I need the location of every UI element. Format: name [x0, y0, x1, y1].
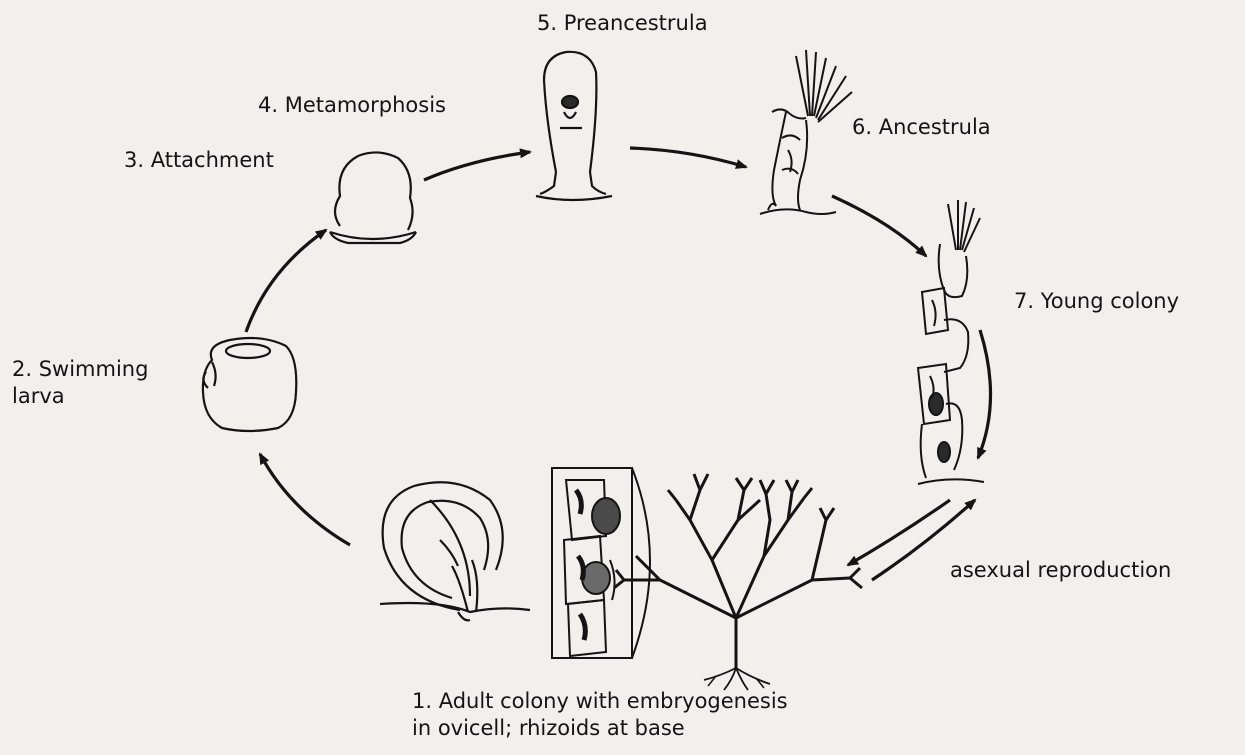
swimming-larva-illustration: [203, 338, 296, 431]
arrow-adult-to-larva: [260, 454, 350, 545]
label-attachment: 3. Attachment: [124, 147, 274, 174]
arrow-attachment-to-metamorphosis: [424, 152, 530, 180]
label-ancestrula: 6. Ancestrula: [852, 114, 991, 141]
label-adult-colony-line1: 1. Adult colony with embryogenesis: [412, 688, 788, 715]
label-preancestrula: 5. Preancestrula: [537, 10, 708, 37]
preancestrula-illustration: [536, 52, 612, 200]
ovicell-illustration: [380, 482, 530, 620]
young-colony-illustration: [918, 200, 984, 484]
arrow-ancestrula-to-young-colony: [832, 196, 926, 256]
adult-colony-tree-illustration: [614, 474, 862, 690]
label-young-colony: 7. Young colony: [1014, 288, 1179, 315]
label-swimming-larva: 2. Swimming larva: [12, 356, 148, 410]
zooid-detail-illustration: [552, 468, 650, 658]
label-adult-colony: 1. Adult colony with embryogenesis in ov…: [412, 688, 788, 742]
label-adult-colony-line2: in ovicell; rhizoids at base: [412, 715, 788, 742]
ancestrula-illustration: [760, 50, 852, 214]
label-metamorphosis: 4. Metamorphosis: [258, 92, 446, 119]
attachment-illustration: [330, 152, 416, 243]
arrow-larva-to-attachment: [246, 230, 326, 332]
arrow-preancestrula-to-ancestrula: [630, 148, 746, 167]
label-swimming-larva-line2: larva: [12, 383, 148, 410]
label-swimming-larva-line1: 2. Swimming: [12, 356, 148, 383]
arrow-young-colony-down: [978, 330, 991, 458]
label-asexual-reproduction: asexual reproduction: [950, 557, 1171, 584]
